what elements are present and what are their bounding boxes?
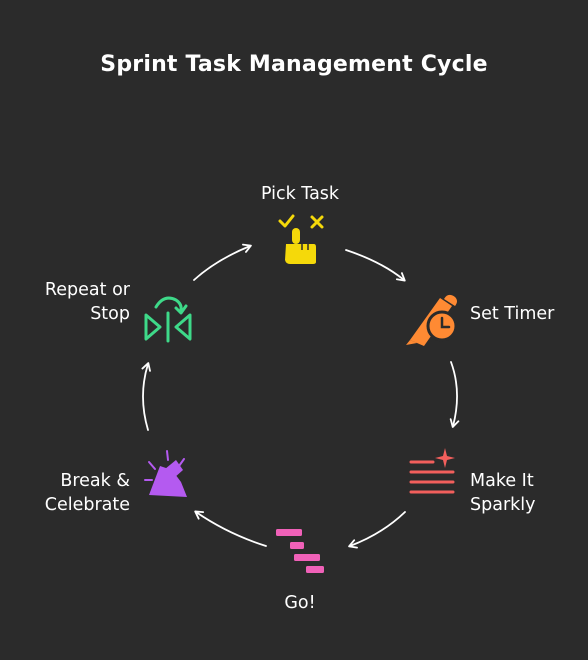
step-label-line: Go! [284, 593, 316, 613]
party-popper-icon [144, 450, 187, 497]
pencil-clock-icon [406, 294, 458, 346]
pointing-hand-check-x-icon [278, 214, 324, 264]
step-label-line: Set Timer [470, 304, 555, 324]
flip-repeat-icon [144, 296, 192, 343]
flow-arrow-sparkly-to-go [348, 511, 406, 549]
step-label-line: Break & [60, 471, 130, 491]
flow-arrow-break-to-repeat [141, 362, 151, 431]
flow-arrow-go-to-break [194, 510, 267, 547]
step-label-line: Pick Task [260, 184, 340, 204]
list-sparkle-icon [409, 448, 455, 494]
step-label-line: Sparkly [470, 495, 536, 515]
gantt-bars-icon [276, 529, 324, 573]
step-label-set-timer: Set Timer [470, 302, 554, 326]
step-label-line: Celebrate [44, 495, 130, 515]
step-label-go: Go! [250, 591, 350, 615]
flow-arrow-timer-to-sparkly [449, 361, 460, 428]
diagram-title: Sprint Task Management Cycle [100, 52, 488, 77]
step-label-line: Stop [90, 304, 130, 324]
step-label-break-celebrate: Break & Celebrate [10, 469, 130, 517]
step-label-pick-task: Pick Task [240, 182, 360, 206]
flow-arrow-pick-to-timer [345, 249, 406, 282]
step-label-line: Repeat or [44, 280, 130, 300]
step-label-make-it-sparkly: Make It Sparkly [470, 469, 536, 517]
step-label-line: Make It [470, 471, 534, 491]
step-label-repeat-or-stop: Repeat or Stop [10, 278, 130, 326]
flow-arrow-repeat-to-pick [193, 243, 252, 281]
